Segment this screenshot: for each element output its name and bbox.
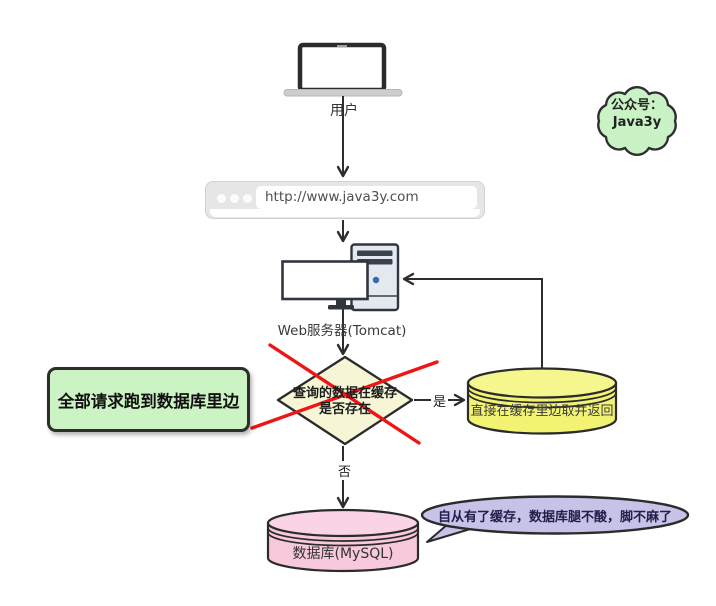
decision-diamond [276,355,414,446]
speech-bubble [420,495,690,543]
laptop-icon [283,42,403,97]
badge-line1: 公众号： [610,98,663,113]
server-icon [281,243,400,312]
badge-line2: Java3y [612,115,662,130]
decision-line2: 是否存在 [318,402,371,417]
database-label: 数据库(MySQL) [292,546,394,562]
badge-label: 公众号： Java3y [592,97,682,131]
browser-bar: http://www.java3y.com [205,181,485,219]
url-input: http://www.java3y.com [256,186,477,209]
arrow-cache-return [402,272,543,369]
user-label: 用户 [330,103,358,119]
note-box: 全部请求跑到数据库里边 [47,367,250,432]
decision-line1: 查询的数据在缓存 [292,386,397,401]
window-dot-icon [243,194,252,203]
window-dot-icon [230,194,239,203]
cache-label: 直接在缓存里边取并返回 [470,404,614,419]
yes-edge-label: 是 [431,391,449,410]
database-cylinder [266,508,420,573]
browser-dots [217,194,252,203]
note-label: 全部请求跑到数据库里边 [57,391,240,411]
server-label: Web服务器(Tomcat) [277,323,407,339]
cross-out-icon [250,343,439,445]
decision-label: 查询的数据在缓存 是否存在 [275,386,415,418]
cache-cylinder [466,367,618,435]
browser-content-strip [210,209,480,217]
speech-label: 自从有了缓存，数据库腿不酸，脚不麻了 [437,510,672,525]
no-edge-label: 否 [336,461,354,480]
cloud-badge [597,86,677,156]
window-dot-icon [217,194,226,203]
